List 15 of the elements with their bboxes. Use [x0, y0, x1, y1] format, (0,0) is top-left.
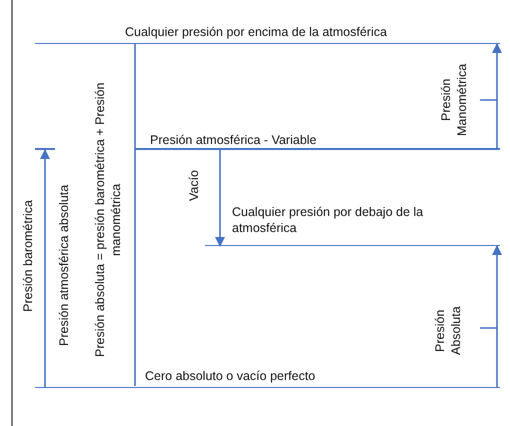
edge-label: Presión Absoluta: [432, 305, 464, 358]
level-label: Cero absoluto o vacío perfecto: [145, 368, 316, 384]
arrow: [215, 150, 225, 247]
level-label: Presión atmosférica - Variable: [150, 132, 317, 148]
arrow: [40, 149, 50, 388]
axis-label: Presión absoluta = presión barométrica + Presión manométrica: [92, 82, 124, 360]
edge-label: Presión barométrica: [20, 200, 36, 312]
arrow: [492, 245, 502, 388]
axis-label: Presión atmosférica absoluta: [56, 183, 72, 348]
pressure-level-line: [35, 24, 500, 44]
arrow: [492, 43, 502, 150]
level-label: Cualquier presión por debajo de la atmosférica: [232, 204, 424, 236]
edge-label: Vacío: [186, 170, 202, 202]
edge-label: Presión Manométrica: [438, 62, 470, 138]
level-label: Cualquier presión por encima de la atmosférica: [125, 24, 387, 40]
